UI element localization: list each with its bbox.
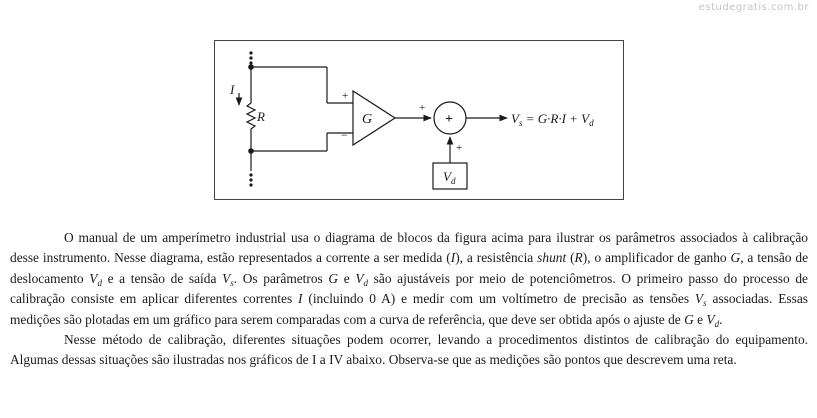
- paragraph-1: O manual de um amperímetro industrial us…: [10, 230, 809, 329]
- label-plus-input: +: [342, 90, 348, 102]
- site-watermark: estudegratis.com.br: [698, 2, 809, 13]
- label-I: I: [229, 82, 235, 97]
- label-R: R: [256, 109, 265, 124]
- label-plus-sum-bottom: +: [456, 142, 462, 154]
- paragraph-2: Nesse método de calibração, diferentes s…: [10, 332, 808, 368]
- label-plus-sum-left: +: [419, 102, 425, 114]
- resistor-R: [245, 99, 257, 133]
- question-text: O manual de um amperímetro industrial us…: [10, 228, 808, 371]
- label-G: G: [362, 112, 372, 127]
- label-minus-input: −: [341, 128, 348, 142]
- dot: [249, 51, 253, 55]
- label-sum: +: [445, 112, 453, 127]
- label-vd-box: Vd: [443, 169, 456, 186]
- output-equation: Vs = G·R·I + Vd: [511, 111, 594, 128]
- amplifier-G: [352, 89, 397, 147]
- block-diagram-figure: I R G + − + + + Vd Vs = G·R·I + Vd: [214, 40, 624, 200]
- block-diagram-svg: I R G + − + + + Vd Vs = G·R·I + Vd: [229, 51, 594, 190]
